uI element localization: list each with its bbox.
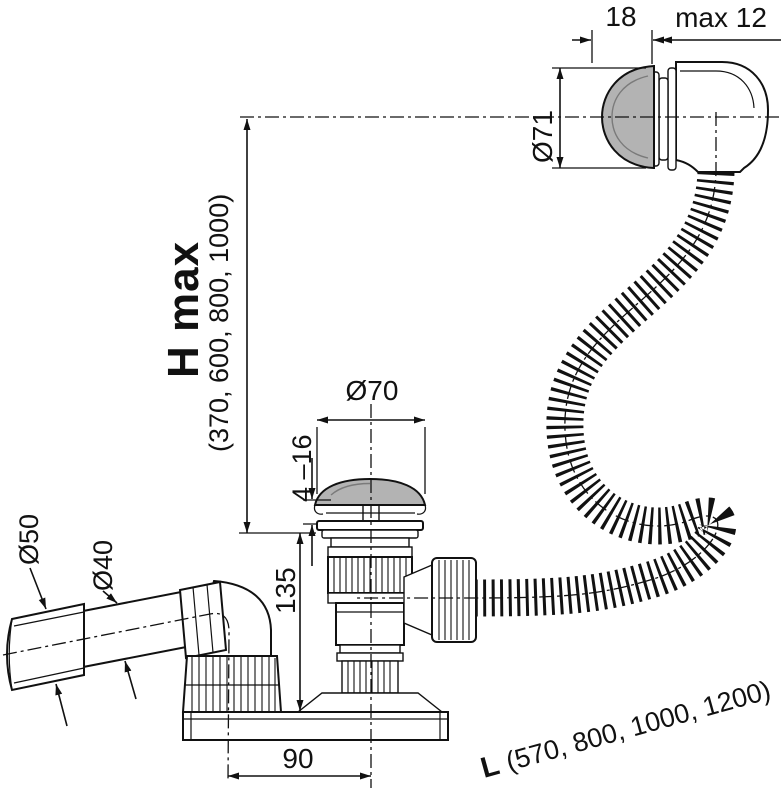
drain-band-top — [327, 546, 413, 558]
drain-knurl-ribs — [333, 557, 407, 593]
lower-thread — [341, 660, 399, 694]
dim-hose-length: L (570, 800, 1000, 1200) — [477, 675, 774, 785]
sleeve-inner-walls — [13, 611, 85, 684]
outlet-center-line — [2, 612, 230, 781]
drain-assembly — [295, 477, 477, 713]
plug-cap-lip-right — [416, 504, 427, 515]
dim-hmax-values: (370, 600, 800, 1000) — [204, 194, 234, 452]
outlet-compression-nut — [178, 580, 228, 660]
nut-facets — [192, 584, 214, 656]
overflow-elbow-shoulder — [680, 70, 755, 109]
sleeve-end-face — [8, 618, 13, 691]
hose-center-line — [355, 112, 719, 599]
drain-collar — [330, 537, 410, 548]
dim-max12-label: max 12 — [675, 2, 767, 33]
lower-thread-ribs — [347, 661, 391, 693]
lower-band-1 — [339, 644, 401, 654]
overflow-cap-highlight — [611, 75, 649, 159]
dim-d50-label: Ø50 — [14, 514, 44, 565]
plug-cap-lip-left — [313, 504, 324, 515]
lower-band-2 — [336, 652, 404, 662]
dim-d71-label: Ø71 — [527, 110, 558, 163]
flexible-hose — [469, 170, 737, 617]
overflow-gasket — [658, 77, 669, 161]
dim-18-label: 18 — [605, 1, 636, 32]
dimensions — [29, 30, 781, 780]
tee-cone — [403, 563, 433, 637]
dim-hmax-label: H max — [159, 241, 208, 378]
overflow-flange-plate — [667, 67, 677, 171]
drain-skirt — [295, 692, 445, 713]
ring-ribs — [191, 657, 276, 711]
tee-nut-ribs — [438, 560, 470, 640]
dim-4-16-label: 4 –16 — [287, 434, 317, 502]
drain-flange-mid — [321, 529, 419, 539]
dim-d70-label: Ø70 — [346, 375, 399, 406]
dim-d40-label: Ø40 — [88, 540, 118, 591]
dim-90-label: 90 — [282, 743, 313, 774]
dim-135-label: 135 — [270, 567, 301, 614]
drain-flange-top — [316, 520, 424, 531]
tee-hose-nut — [431, 557, 477, 643]
dim-L-values: (570, 800, 1000, 1200) — [503, 675, 774, 777]
outlet-ribbed-ring — [181, 655, 283, 713]
dim-L-label: L — [477, 749, 503, 785]
plug-cap — [313, 477, 427, 506]
drain-tee-body — [335, 602, 405, 646]
plug-cap-highlight — [330, 482, 371, 496]
center-lines — [2, 112, 782, 788]
base-plate — [182, 711, 449, 741]
